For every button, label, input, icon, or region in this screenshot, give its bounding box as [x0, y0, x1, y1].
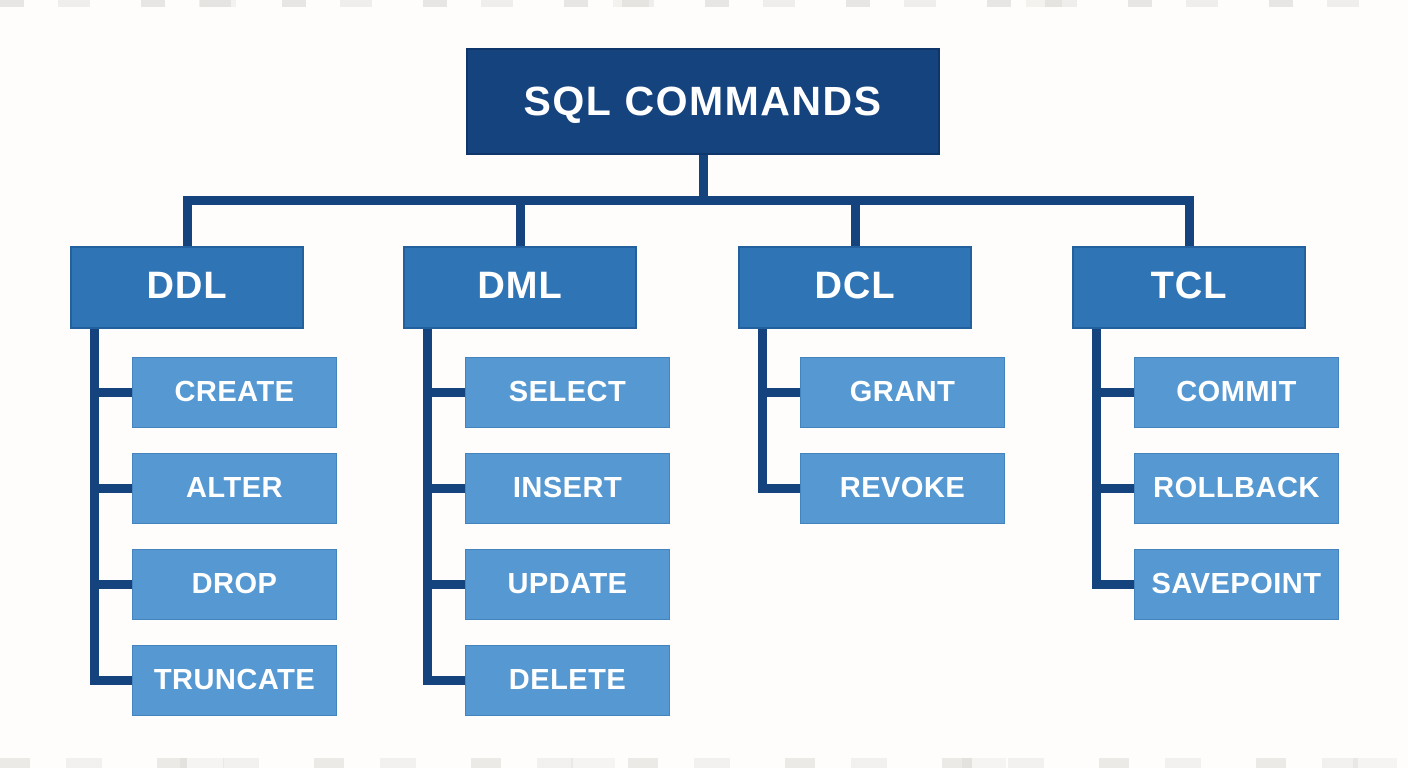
command-box-alter: ALTER [132, 453, 337, 524]
command-box-create: CREATE [132, 357, 337, 428]
connector-stub-truncate [90, 676, 141, 685]
command-box-commit: COMMIT [1134, 357, 1339, 428]
connector-stub-grant [758, 388, 809, 397]
top-edge-artifact [0, 0, 1408, 7]
root-box-sql-commands: SQL COMMANDS [466, 48, 940, 155]
command-box-truncate: TRUNCATE [132, 645, 337, 716]
connector-stub-select [423, 388, 474, 397]
connector-stub-rollback [1092, 484, 1143, 493]
root-box-label: SQL COMMANDS [523, 78, 883, 124]
command-box-savepoint: SAVEPOINT [1134, 549, 1339, 620]
connector-drop-tcl [1185, 196, 1194, 251]
command-box-update: UPDATE [465, 549, 670, 620]
connector-stub-drop [90, 580, 141, 589]
connector-stub-delete [423, 676, 474, 685]
bottom-edge-artifact [0, 758, 1408, 768]
connector-horizontal-bus [183, 196, 1194, 205]
command-box-insert: INSERT [465, 453, 670, 524]
connector-stub-insert [423, 484, 474, 493]
connector-drop-dcl [851, 196, 860, 251]
connector-stub-alter [90, 484, 141, 493]
command-box-rollback: ROLLBACK [1134, 453, 1339, 524]
connector-branch-tcl [1092, 329, 1101, 589]
connector-stub-create [90, 388, 141, 397]
connector-branch-ddl [90, 329, 99, 685]
connector-branch-dml [423, 329, 432, 685]
connector-stub-savepoint [1092, 580, 1143, 589]
connector-drop-ddl [183, 196, 192, 251]
command-box-delete: DELETE [465, 645, 670, 716]
category-box-dml: DML [403, 246, 637, 329]
command-box-select: SELECT [465, 357, 670, 428]
category-box-tcl: TCL [1072, 246, 1306, 329]
connector-root-vertical [699, 155, 708, 205]
command-box-drop: DROP [132, 549, 337, 620]
command-box-revoke: REVOKE [800, 453, 1005, 524]
connector-stub-revoke [758, 484, 809, 493]
connector-stub-update [423, 580, 474, 589]
connector-branch-dcl [758, 329, 767, 493]
command-box-grant: GRANT [800, 357, 1005, 428]
connector-drop-dml [516, 196, 525, 251]
connector-stub-commit [1092, 388, 1143, 397]
category-box-dcl: DCL [738, 246, 972, 329]
category-box-ddl: DDL [70, 246, 304, 329]
